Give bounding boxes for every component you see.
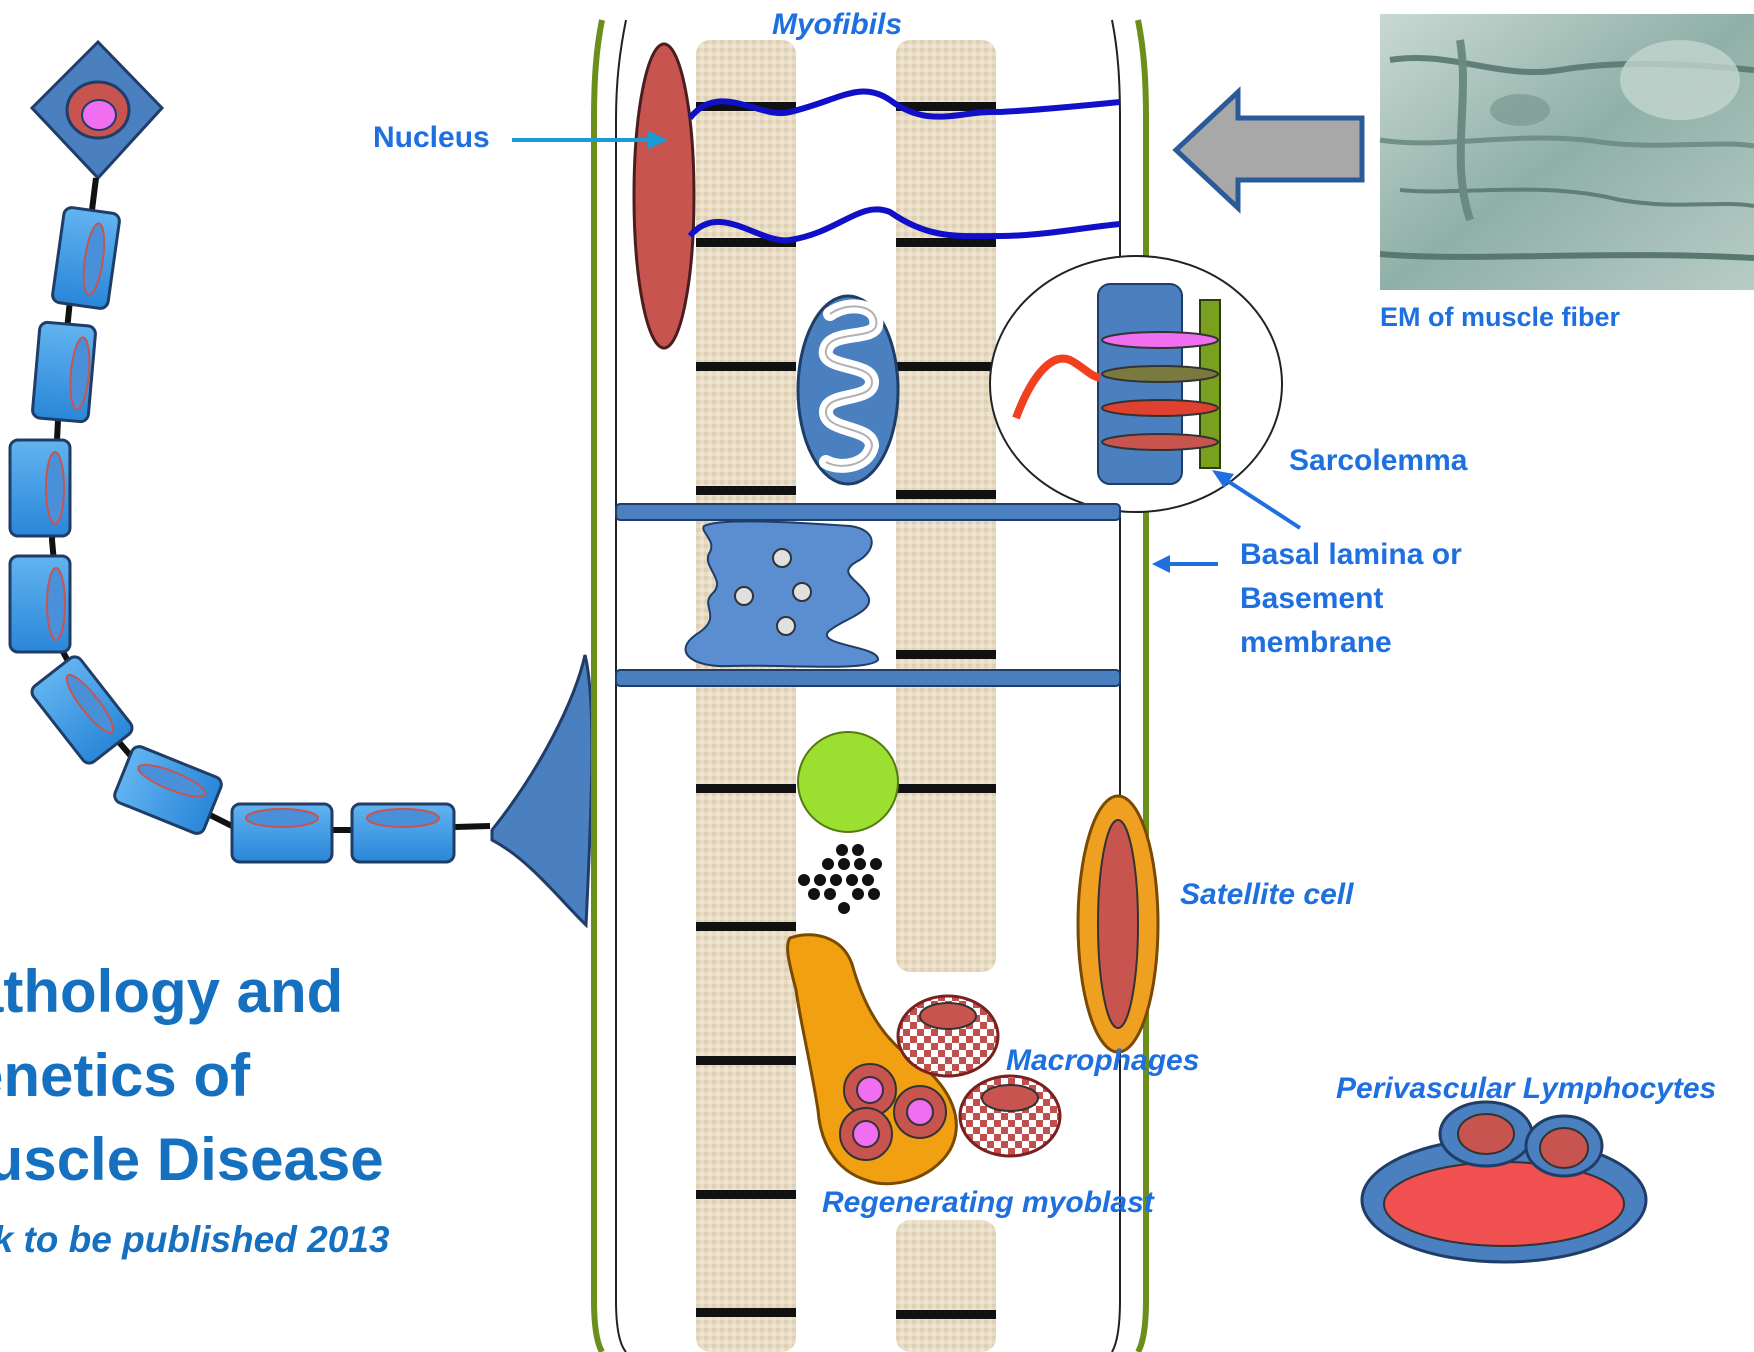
sarcoplasmic-reticulum (686, 521, 878, 666)
myofibril-left (696, 40, 796, 1352)
basal-lamina-left (594, 20, 602, 1352)
sarcolemma-detail (990, 256, 1282, 512)
lipid-droplet (798, 732, 898, 832)
basal-lamina-right (1138, 20, 1146, 1352)
t-tubules (616, 504, 1120, 686)
satellite-cell (1078, 796, 1158, 1052)
em-image (1380, 14, 1754, 290)
myelin-sheath-segments (10, 207, 454, 862)
lymphocytes-label: Perivascular Lymphocytes (1336, 1074, 1716, 1104)
em-arrow (1176, 92, 1362, 208)
page-title: athology and enetics of luscle Disease (0, 950, 384, 1202)
satellite-cell-label: Satellite cell (1180, 880, 1353, 910)
basal-lamina-label-line3: membrane (1240, 628, 1392, 658)
mitochondrion (798, 296, 898, 484)
membrane-protein-pink (1102, 332, 1218, 348)
membrane-protein-red (1102, 400, 1218, 416)
basal-lamina-label-line1: Basal lamina or (1240, 540, 1462, 570)
nucleus-label: Nucleus (373, 123, 490, 153)
neuron (10, 42, 592, 925)
membrane-protein-block (1098, 284, 1182, 484)
myofibril-right-lower (896, 1220, 996, 1352)
blood-vessel-lumen (1384, 1162, 1624, 1246)
satellite-cell-nucleus (1098, 820, 1138, 1028)
sr-vesicle (773, 549, 791, 567)
title-line-3: luscle Disease (0, 1118, 384, 1202)
sarcolemma-pointer (1220, 476, 1300, 528)
fiber-nucleus (634, 44, 694, 348)
macrophages-label: Macrophages (1006, 1046, 1199, 1076)
basal-lamina-label-line2: Basement (1240, 584, 1383, 614)
sr-vesicle (793, 583, 811, 601)
myofibrils-label: Myofibils (772, 10, 902, 40)
em-caption: EM of muscle fiber (1380, 304, 1620, 331)
membrane-protein-olive (1102, 366, 1218, 382)
neuron-nucleolus (82, 100, 116, 130)
sarcolemma-label: Sarcolemma (1289, 446, 1467, 476)
neuromuscular-junction (492, 655, 592, 925)
perivascular-lymphocytes (1362, 1102, 1646, 1262)
t-tubule-top (616, 504, 1120, 520)
title-line-1: athology and (0, 950, 384, 1034)
myoblast-label: Regenerating myoblast (822, 1188, 1154, 1218)
title-line-2: enetics of (0, 1034, 384, 1118)
t-tubule-bottom (616, 670, 1120, 686)
page-subtitle: ok to be published 2013 (0, 1219, 389, 1261)
membrane-protein-rose (1102, 434, 1218, 450)
sr-vesicle (735, 587, 753, 605)
sr-vesicle (777, 617, 795, 635)
glycogen-granules (798, 844, 882, 914)
